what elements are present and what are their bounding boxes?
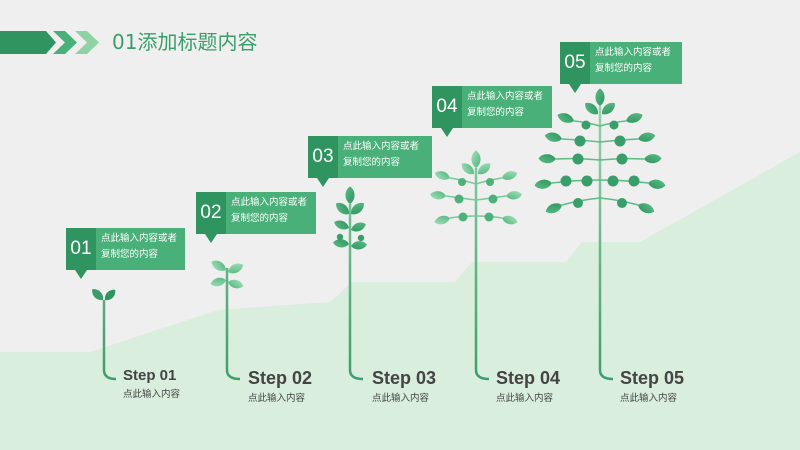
callout-text: 点此输入内容或者 复制您的内容 bbox=[338, 136, 432, 178]
title-chevron-bar bbox=[0, 31, 99, 54]
fruit-dot bbox=[484, 212, 494, 222]
callout-number: 01 bbox=[66, 228, 96, 270]
callout-text-line: 复制您的内容 bbox=[101, 249, 159, 260]
callout-pointer bbox=[569, 84, 581, 93]
fruit-dot bbox=[607, 175, 619, 187]
fruit-dot bbox=[573, 198, 583, 208]
branch bbox=[551, 179, 601, 184]
callout-text-line: 复制您的内容 bbox=[231, 213, 289, 224]
stem bbox=[225, 268, 241, 381]
callout-pointer bbox=[441, 128, 453, 137]
page-title: 01添加标题内容 bbox=[112, 30, 258, 54]
fruit-dot bbox=[488, 194, 498, 204]
step-label-02: Step 02 bbox=[248, 368, 313, 388]
fruit-dot bbox=[458, 178, 466, 186]
fruit-dot bbox=[560, 175, 572, 187]
callout-pointer bbox=[317, 178, 329, 187]
fruit-dot bbox=[454, 194, 464, 204]
callout-number: 02 bbox=[196, 192, 226, 234]
fruit-dot bbox=[581, 175, 593, 187]
step-caption-03: 点此输入内容 bbox=[372, 393, 430, 404]
fruit-dot bbox=[609, 120, 619, 130]
callout-text: 点此输入内容或者 复制您的内容 bbox=[96, 228, 185, 270]
callout-text-line: 点此输入内容或者 bbox=[595, 47, 672, 58]
callout-text: 点此输入内容或者 复制您的内容 bbox=[226, 192, 316, 234]
callout-pointer bbox=[205, 234, 217, 243]
callout-text-line: 点此输入内容或者 bbox=[231, 197, 308, 208]
callout-text: 点此输入内容或者 复制您的内容 bbox=[590, 42, 682, 84]
branch bbox=[599, 179, 649, 184]
fruit-dot bbox=[336, 233, 344, 241]
stem bbox=[598, 106, 614, 381]
step-label-01: Step 01 bbox=[123, 367, 177, 384]
background-staircase bbox=[0, 152, 800, 450]
callout-step-05: 05 点此输入内容或者 复制您的内容 bbox=[560, 42, 682, 93]
callout-step-03: 03 点此输入内容或者 复制您的内容 bbox=[308, 136, 432, 187]
callout-step-01: 01 点此输入内容或者 复制您的内容 bbox=[66, 228, 185, 279]
callout-text-line: 复制您的内容 bbox=[467, 107, 525, 118]
callout-pointer bbox=[75, 270, 87, 279]
callout-number: 04 bbox=[432, 86, 462, 128]
callout-text: 点此输入内容或者 复制您的内容 bbox=[462, 86, 552, 128]
step-caption-02: 点此输入内容 bbox=[248, 393, 306, 404]
step-label-03: Step 03 bbox=[372, 368, 437, 388]
fruit-dot bbox=[616, 153, 628, 165]
tree-step-01 bbox=[89, 286, 118, 381]
callout-text-line: 点此输入内容或者 bbox=[343, 141, 420, 152]
fruit-dot bbox=[486, 178, 494, 186]
step-caption-01: 点此输入内容 bbox=[123, 389, 181, 400]
callout-text-line: 点此输入内容或者 bbox=[467, 91, 544, 102]
chevron-arrow-icon bbox=[53, 31, 77, 54]
step-caption-05: 点此输入内容 bbox=[620, 393, 678, 404]
chevron-bar-block bbox=[0, 31, 56, 54]
step-caption-04: 点此输入内容 bbox=[496, 393, 554, 404]
fruit-dot bbox=[458, 212, 468, 222]
callout-number: 05 bbox=[560, 42, 590, 84]
fruit-dot bbox=[628, 175, 640, 187]
callout-step-02: 02 点此输入内容或者 复制您的内容 bbox=[196, 192, 316, 243]
stem bbox=[348, 204, 364, 381]
step-label-04: Step 04 bbox=[496, 368, 561, 388]
fruit-dot bbox=[574, 135, 586, 147]
step-label-05: Step 05 bbox=[620, 368, 685, 388]
tree-step-05 bbox=[533, 88, 667, 381]
callout-text-line: 点此输入内容或者 bbox=[101, 233, 178, 244]
fruit-dot bbox=[581, 120, 591, 130]
callout-text-line: 复制您的内容 bbox=[595, 63, 653, 74]
tree-step-02 bbox=[209, 257, 246, 381]
callout-step-04: 04 点此输入内容或者 复制您的内容 bbox=[432, 86, 552, 137]
fruit-dot bbox=[357, 234, 365, 242]
chevron-arrow-icon bbox=[75, 31, 99, 54]
tree-step-03 bbox=[332, 186, 368, 381]
fruit-dot bbox=[572, 153, 584, 165]
fruit-dot bbox=[614, 135, 626, 147]
fruit-dot bbox=[617, 198, 627, 208]
callout-number: 03 bbox=[308, 136, 338, 178]
tree-step-04 bbox=[429, 150, 523, 381]
stem bbox=[474, 168, 490, 381]
stem bbox=[102, 300, 117, 381]
callout-text-line: 复制您的内容 bbox=[343, 157, 401, 168]
